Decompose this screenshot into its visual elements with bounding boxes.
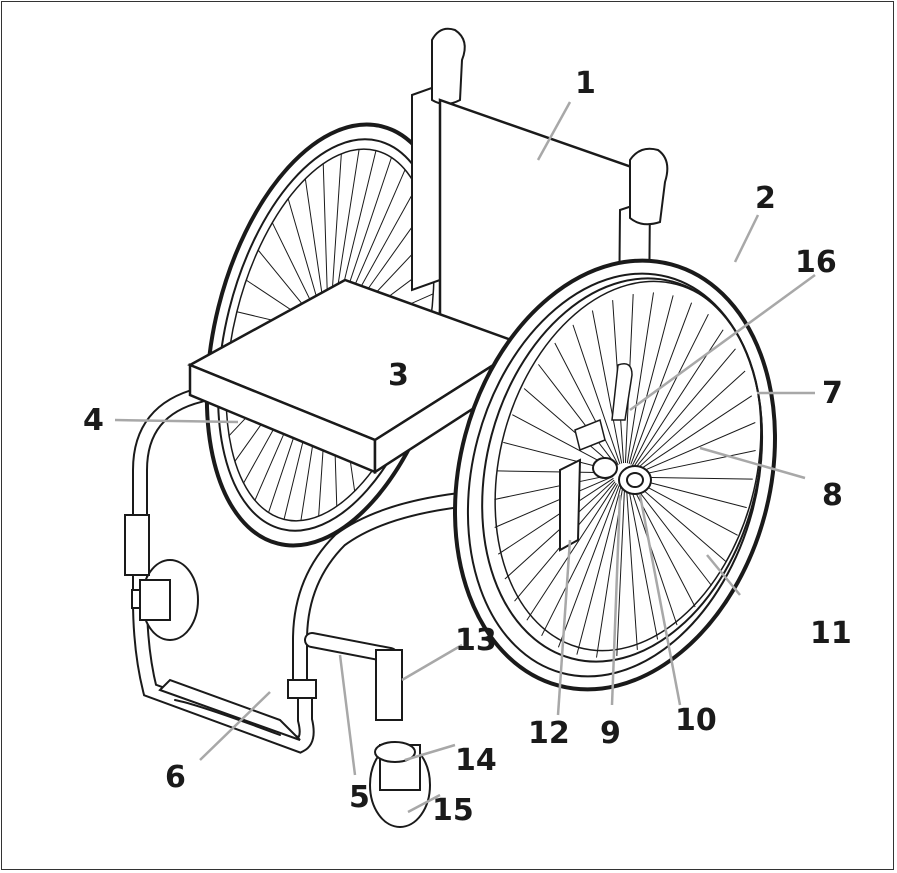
callout-15: 15 [432, 793, 474, 828]
wheel-spoke [635, 370, 746, 471]
wheel-spoke [636, 422, 756, 475]
wheel-spoke [541, 484, 619, 637]
wheel-spoke [627, 486, 659, 640]
wheel-spoke [616, 486, 626, 656]
callout-12: 12 [528, 716, 570, 751]
callout-10: 10 [675, 703, 717, 738]
wheel-spoke [494, 475, 614, 528]
caster-right [369, 741, 431, 828]
wheel-spoke [572, 324, 621, 465]
callout-8: 8 [822, 478, 843, 513]
rear-right-wheel [453, 258, 777, 692]
wheel-spoke [494, 474, 614, 500]
wheel-spoke [523, 388, 616, 468]
callout-6: 6 [165, 760, 186, 795]
callout-14: 14 [455, 743, 497, 778]
callout-7: 7 [822, 376, 843, 411]
wheel-spoke [626, 292, 655, 464]
callout-16: 16 [795, 245, 837, 280]
callout-5: 5 [349, 780, 370, 815]
callout-1: 1 [575, 66, 596, 101]
callout-13: 13 [455, 623, 497, 658]
wheel-spoke [538, 364, 618, 467]
wheel-spoke [628, 295, 674, 464]
wheel-spoke [632, 483, 712, 586]
wheel-spoke [636, 476, 753, 480]
wheel-spoke [497, 477, 614, 555]
frame-tubing [131, 387, 468, 754]
wheel-spoke [636, 450, 756, 476]
callout-2: 2 [755, 181, 776, 216]
callouts: 1 2 3 4 5 6 7 8 9 10 11 12 13 14 15 16 [83, 66, 852, 828]
callout-3: 3 [388, 358, 409, 393]
wheel-spoke [631, 313, 709, 466]
wheel-spoke [554, 342, 619, 466]
wheel-spoke [636, 478, 747, 509]
wheel-spoke [629, 485, 678, 626]
wheel-spoke [630, 302, 693, 465]
caster-left [124, 514, 199, 641]
wheel-spoke [557, 485, 620, 648]
wheel-spoke [635, 480, 738, 536]
callout-11: 11 [810, 616, 852, 651]
callout-9: 9 [600, 716, 621, 751]
leader-lines [114, 101, 816, 814]
wheel-spoke [591, 310, 623, 464]
wheel-spoke [625, 486, 638, 650]
callout-4: 4 [83, 403, 104, 438]
wheel-spoke [526, 482, 617, 621]
wheel-spoke [636, 395, 753, 473]
wheel-spoke [576, 486, 622, 655]
wheel-spoke [634, 348, 736, 469]
wheel-spoke [634, 482, 727, 562]
